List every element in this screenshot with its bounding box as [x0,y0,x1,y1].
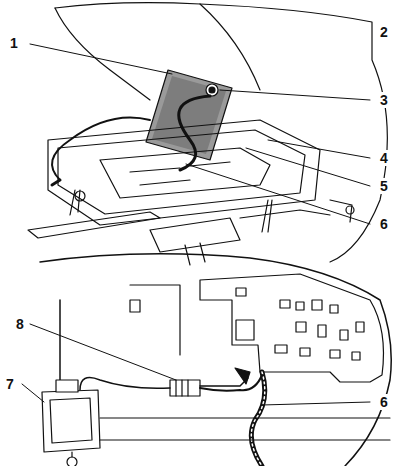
callout-number: 4 [378,150,390,166]
callout-number: 7 [4,376,16,392]
callout-number: 6 [378,216,390,232]
callout-number: 6 [378,394,390,410]
callout-number: 2 [378,24,390,40]
callout-number: 5 [378,178,390,194]
callout-number: 3 [378,92,390,108]
callout-number: 1 [8,35,20,51]
callout-number: 8 [14,316,26,332]
